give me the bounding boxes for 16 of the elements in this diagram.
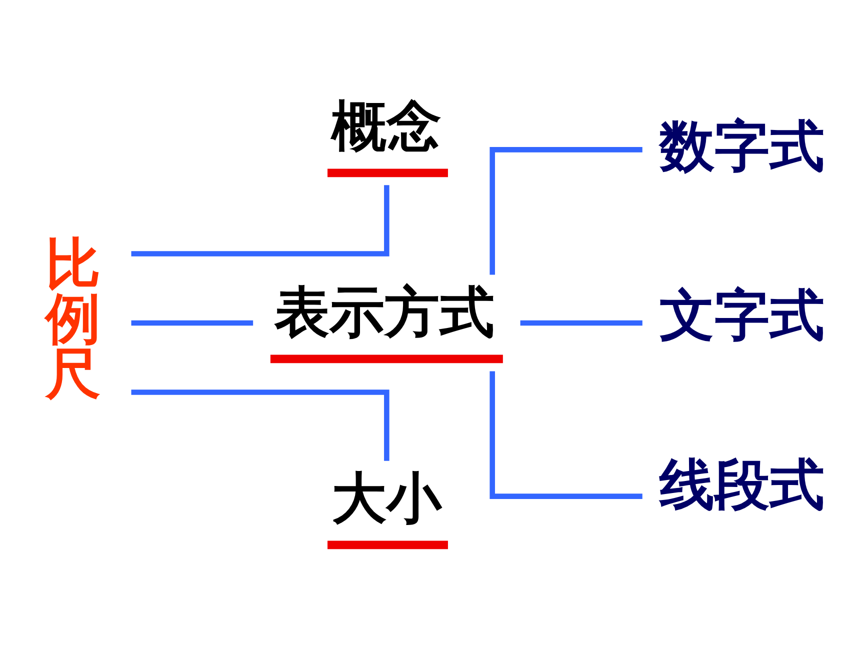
connector	[490, 146, 642, 274]
node-text: 线段式	[659, 452, 824, 516]
node-label: 概念	[332, 94, 442, 158]
node-box	[328, 540, 448, 549]
node-label: 大小	[332, 466, 442, 530]
node-text: 比例尺	[45, 230, 100, 405]
node-box	[270, 354, 503, 363]
connector	[131, 320, 254, 326]
node-text: 数字式	[659, 114, 824, 178]
node-label: 表示方式	[274, 280, 495, 344]
connector	[131, 184, 390, 256]
node-box	[328, 168, 448, 177]
connector	[490, 370, 642, 498]
connector	[520, 320, 642, 326]
connector	[131, 389, 390, 460]
node-text: 文字式	[659, 282, 824, 347]
